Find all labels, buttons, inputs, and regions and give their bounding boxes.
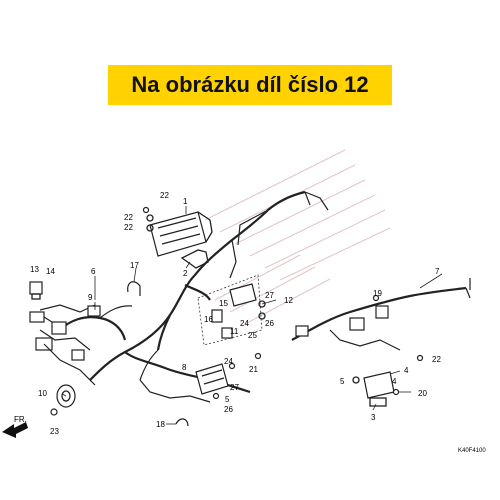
callout-20: 20 xyxy=(418,389,427,398)
bracket-part-2 xyxy=(180,249,209,269)
callout-7: 7 xyxy=(435,267,440,276)
callout-4: 4 xyxy=(392,377,397,386)
callout-17: 17 xyxy=(130,261,139,270)
callout-5: 5 xyxy=(225,395,230,404)
bolts xyxy=(50,206,424,416)
callout-2: 2 xyxy=(183,269,188,278)
controller-unit-part-1 xyxy=(146,211,213,257)
callout-24: 24 xyxy=(240,319,249,328)
callout-1: 1 xyxy=(183,197,188,206)
relay-part-13 xyxy=(29,281,43,300)
callout-22: 22 xyxy=(160,191,169,200)
callout-13: 13 xyxy=(30,265,39,274)
front-direction-arrow xyxy=(2,422,28,438)
callout-22: 22 xyxy=(124,213,133,222)
callout-27: 27 xyxy=(230,383,239,392)
callout-25: 25 xyxy=(248,331,257,340)
left-harness-connectors xyxy=(29,305,101,386)
callout-24: 24 xyxy=(224,357,233,366)
callout-6: 6 xyxy=(91,267,96,276)
clip-part-18 xyxy=(175,418,189,427)
callout-10: 10 xyxy=(38,389,47,398)
wire-harness xyxy=(39,190,329,403)
callout-27: 27 xyxy=(265,291,274,300)
callout-labels: 22 22 22 1 2 17 13 14 6 9 10 23 FR. 16 1… xyxy=(14,191,486,454)
callout-22: 22 xyxy=(124,223,133,232)
callout-26: 26 xyxy=(224,405,233,414)
callout-18: 18 xyxy=(156,420,165,429)
callout-23: 23 xyxy=(50,427,59,436)
leader-lines xyxy=(61,206,443,425)
ecu-part-5 xyxy=(195,363,229,395)
callout-22: 22 xyxy=(432,355,441,364)
callout-4: 4 xyxy=(404,366,409,375)
banner-text: Na obrázku díl číslo 12 xyxy=(131,72,369,97)
harness-part-7 xyxy=(291,278,471,351)
fuse-relay-group-part-12 xyxy=(197,274,266,346)
ignition-coil-part-3 xyxy=(352,371,395,407)
callout-9: 9 xyxy=(88,293,93,302)
callout-11: 11 xyxy=(230,327,239,336)
callout-16: 16 xyxy=(204,315,213,324)
callout-15: 15 xyxy=(219,299,228,308)
callout-19: 19 xyxy=(373,289,382,298)
callout-12: 12 xyxy=(284,296,293,305)
direction-label: FR. xyxy=(14,415,27,424)
callout-26: 26 xyxy=(265,319,274,328)
clip-part-17 xyxy=(127,281,141,296)
callout-5: 5 xyxy=(340,377,345,386)
callout-21: 21 xyxy=(249,365,258,374)
callout-3: 3 xyxy=(371,413,376,422)
title-banner: Na obrázku díl číslo 12 xyxy=(108,65,392,105)
diagram-code: K40F4100 xyxy=(458,448,486,454)
callout-14: 14 xyxy=(46,267,55,276)
callout-8: 8 xyxy=(182,363,187,372)
